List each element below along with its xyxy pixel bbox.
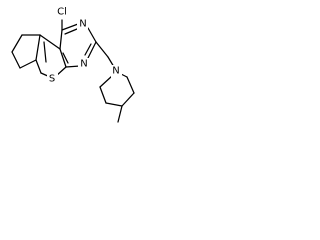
nitrogen-piperidine-label: N <box>112 66 119 77</box>
bond-c8-c9 <box>59 29 63 50</box>
bond-c5-c1 <box>35 34 41 61</box>
bond-c12-c13 <box>105 102 123 107</box>
thiophene-ring <box>35 34 67 78</box>
bond-c8-c7-inner <box>62 52 69 64</box>
bond-c2-c3 <box>11 34 23 53</box>
nitrogen-bottom-label: N <box>80 59 87 70</box>
chemical-structure: Cl N N S N <box>11 6 135 123</box>
bond-n2-c7 <box>65 65 81 68</box>
methylene-linker <box>95 41 115 68</box>
bond-n1-c10 <box>87 27 97 43</box>
sulfur-label: S <box>49 74 55 85</box>
bond-c7-c8 <box>59 48 67 68</box>
bond-c9-n1 <box>61 23 79 31</box>
atom-label-n-piperidine: N <box>111 65 122 78</box>
bond-c5-c6 <box>35 59 42 74</box>
atom-label-cl: Cl <box>55 6 70 19</box>
cyclopentane-ring <box>11 34 41 69</box>
bond-c8-c1 <box>39 34 61 50</box>
bond-c13-c14 <box>121 92 135 107</box>
atom-label-n-top: N <box>77 18 88 31</box>
bond-c14-c15 <box>126 76 135 94</box>
bond-c11-c12 <box>99 86 107 104</box>
bond-c13-methyl <box>117 105 123 123</box>
bond-c10-ch2 <box>95 41 109 58</box>
atom-label-n-bottom: N <box>78 58 89 71</box>
bond-c4-c5 <box>19 59 37 69</box>
bond-c1-c6-double <box>43 41 47 63</box>
nitrogen-top-label: N <box>79 19 86 30</box>
piperidine-ring <box>99 73 135 107</box>
bond-c10-n2 <box>87 41 97 59</box>
pyrimidine-ring <box>59 23 97 68</box>
bond-c3-c4 <box>11 51 21 69</box>
chlorine-label: Cl <box>57 7 67 18</box>
bond-n3-c11 <box>99 75 113 88</box>
atom-label-s: S <box>47 72 58 85</box>
bond-c10-n2-double <box>84 43 92 56</box>
bond-c9-n1-double <box>64 28 78 35</box>
